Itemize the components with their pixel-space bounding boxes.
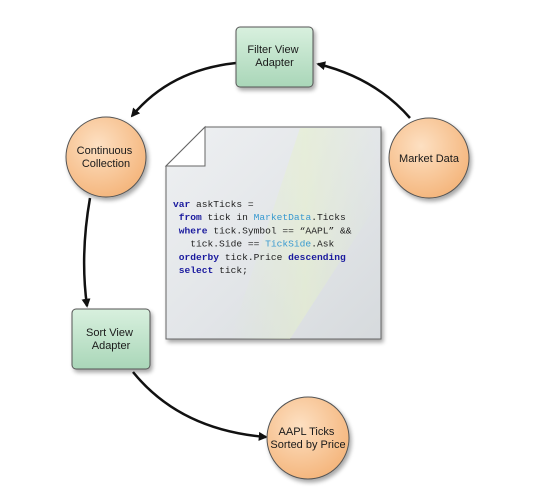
code-line-4-token: tick.Side == xyxy=(173,239,265,250)
code-line-2-token: .Ticks xyxy=(311,212,346,223)
node-continuous-collection: Continuous Collection xyxy=(65,116,147,198)
code-line-5-token: tick.Price xyxy=(219,252,288,263)
code-line-1-token: var xyxy=(173,199,191,210)
aapl-ticks-label: AAPL Ticks Sorted by Price xyxy=(270,426,345,451)
continuous-collection-circle xyxy=(65,116,147,198)
node-sort-view-adapter: Sort View Adapter xyxy=(71,308,151,370)
sort-view-adapter-label: Sort View Adapter xyxy=(86,327,136,352)
code-note-fold xyxy=(164,125,206,167)
code-line-6-token: tick; xyxy=(213,265,248,276)
code-block: var askTicks = from tick in MarketData.T… xyxy=(173,199,352,276)
arrow-market-data-to-filter-view-adapter xyxy=(316,61,411,119)
market-data-circle xyxy=(388,117,470,199)
code-note: var askTicks = from tick in MarketData.T… xyxy=(164,125,382,340)
code-line-2-token: MarketData xyxy=(254,212,312,223)
arrow-sort-view-adapter-to-aapl-ticks xyxy=(132,371,268,441)
code-line-6-token: select xyxy=(179,265,214,276)
arrow-filter-view-adapter-to-continuous-collection xyxy=(130,61,237,118)
code-note-sheen xyxy=(230,128,380,339)
node-filter-view-adapter: Filter View Adapter xyxy=(235,26,314,88)
filter-view-adapter-box xyxy=(235,26,314,88)
aapl-ticks-circle xyxy=(266,396,350,480)
code-line-2-token: from xyxy=(179,212,202,223)
code-line-5-token: orderby xyxy=(179,252,220,263)
filter-view-adapter-label: Filter View Adapter xyxy=(247,44,301,69)
code-line-4-token: .Ask xyxy=(311,239,334,250)
code-line-5-token: descending xyxy=(288,252,346,263)
continuous-collection-label: Continuous Collection xyxy=(77,145,136,170)
edges xyxy=(81,61,411,441)
arrow-continuous-collection-to-sort-view-adapter xyxy=(81,197,92,308)
code-line-4-token: TickSide xyxy=(265,239,311,250)
sort-view-adapter-box xyxy=(71,308,151,370)
code-line-3-token: tick.Symbol == “AAPL” && xyxy=(208,225,352,236)
code-line-1-token: askTicks = xyxy=(190,199,254,210)
node-market-data: Market Data xyxy=(388,117,470,199)
node-aapl-ticks: AAPL Ticks Sorted by Price xyxy=(266,396,350,480)
market-data-label: Market Data xyxy=(399,153,460,165)
code-line-3-token: where xyxy=(179,225,208,236)
code-line-2-token: tick xyxy=(202,212,237,223)
code-line-2-token: in xyxy=(236,212,248,223)
